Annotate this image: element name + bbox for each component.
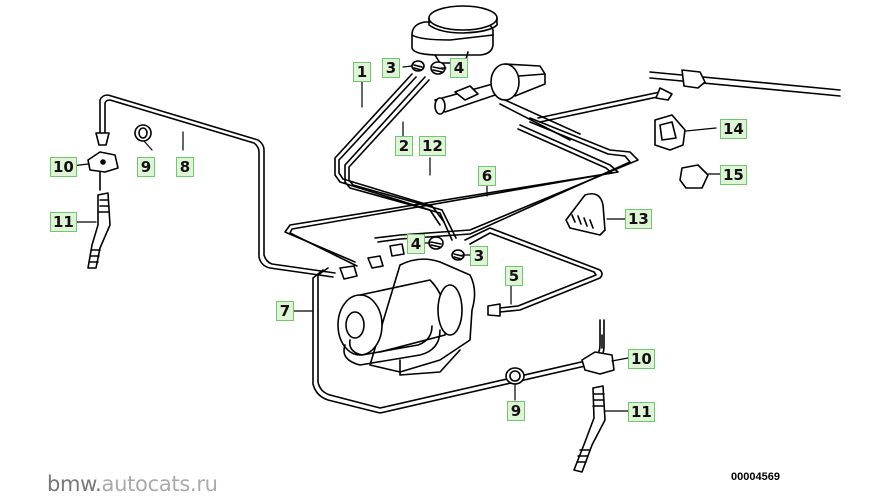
brake-pipe-6[interactable]	[374, 117, 639, 243]
fitting-14[interactable]	[654, 114, 686, 151]
brake-hose-11-left[interactable]	[87, 169, 111, 269]
callout-10-left[interactable]: 10	[50, 157, 77, 177]
grommet-3-top[interactable]	[411, 60, 425, 72]
brake-hose-11-right[interactable]	[573, 334, 606, 473]
watermark-domain: autocats.ru	[101, 472, 218, 496]
brake-pipe-8[interactable]	[95, 94, 336, 278]
callout-2[interactable]: 2	[395, 136, 413, 156]
pipe-fittings	[339, 243, 405, 280]
callout-4-lower[interactable]: 4	[407, 234, 425, 254]
callout-14[interactable]: 14	[720, 119, 747, 139]
callout-12[interactable]: 12	[419, 136, 446, 156]
clip-13[interactable]	[565, 192, 606, 236]
brake-pipe-1[interactable]	[334, 73, 445, 226]
callout-11-left[interactable]: 11	[50, 212, 77, 232]
line-right-top	[649, 69, 841, 97]
callout-3-top[interactable]: 3	[382, 58, 400, 78]
brake-fluid-reservoir[interactable]	[411, 5, 498, 64]
hydraulic-unit[interactable]	[337, 258, 476, 376]
watermark: bmw.autocats.ru	[47, 472, 218, 496]
watermark-domain-prefix: bmw.	[47, 472, 102, 496]
bracket-10-left[interactable]	[87, 151, 119, 173]
callout-10-right[interactable]: 10	[628, 349, 655, 369]
callout-15[interactable]: 15	[720, 165, 747, 185]
callout-1[interactable]: 1	[353, 62, 371, 82]
brake-pipe-7[interactable]	[312, 267, 605, 414]
callout-11-right[interactable]: 11	[628, 402, 655, 422]
grommet-9-left[interactable]	[134, 124, 152, 142]
callout-9-right[interactable]: 9	[507, 401, 525, 421]
callout-5[interactable]: 5	[505, 266, 523, 286]
callout-9-left[interactable]: 9	[137, 157, 155, 177]
grommet-9-right[interactable]	[505, 367, 525, 385]
callout-13[interactable]: 13	[625, 209, 652, 229]
brake-pipe-right-upper[interactable]	[537, 87, 673, 123]
callout-3-lower[interactable]: 3	[470, 246, 488, 266]
cap-15[interactable]	[679, 164, 709, 189]
diagram-number: 00004569	[731, 471, 780, 483]
callout-6[interactable]: 6	[478, 166, 496, 186]
brake-pipe-12[interactable]	[284, 124, 619, 267]
callout-7[interactable]: 7	[276, 301, 294, 321]
callout-8[interactable]: 8	[176, 157, 194, 177]
brake-pipe-2[interactable]	[344, 76, 457, 241]
callout-4-top[interactable]: 4	[450, 58, 468, 78]
grommet-4-lower[interactable]	[428, 236, 444, 250]
brake-pipe-5[interactable]	[464, 227, 603, 317]
bracket-10-right[interactable]	[581, 351, 615, 375]
